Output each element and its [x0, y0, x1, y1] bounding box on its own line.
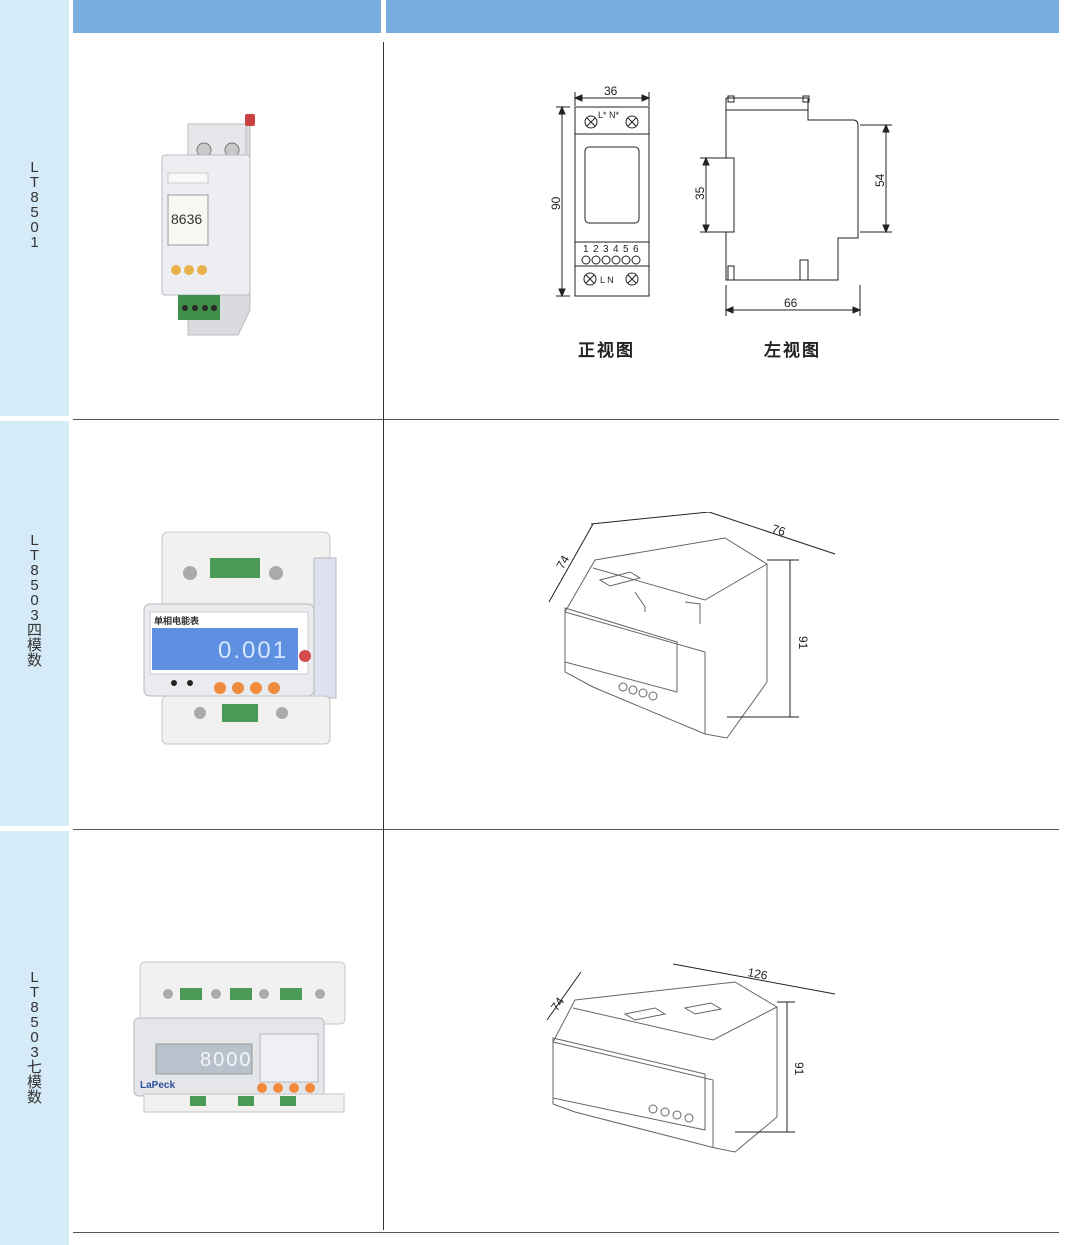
- label-char: T: [29, 984, 40, 1001]
- label-char: 8: [30, 562, 39, 579]
- row-divider-2: [73, 829, 1059, 830]
- dim-66: 66: [784, 296, 798, 310]
- label-char: L: [30, 159, 39, 176]
- terminal-number: 4: [613, 244, 619, 255]
- label-char: 0: [30, 592, 39, 609]
- dim-height-91: 91: [792, 1062, 806, 1076]
- dim-54: 54: [873, 173, 887, 187]
- brand-logo-text: LaPeck: [140, 1080, 175, 1091]
- label-char: 3: [30, 607, 39, 624]
- label-char: 数: [26, 1089, 42, 1106]
- row-divider-1: [73, 419, 1059, 420]
- label-char: T: [29, 174, 40, 191]
- dim-35: 35: [693, 186, 707, 200]
- label-char: 3: [30, 1044, 39, 1061]
- header-col1: [73, 0, 381, 33]
- caption-left-view: 左视图: [764, 341, 821, 360]
- header-col2: [386, 0, 1059, 33]
- label-char: 数: [26, 652, 42, 669]
- label-char: L: [30, 969, 39, 986]
- dim-width-126: 126: [746, 965, 769, 983]
- label-char: 1: [30, 234, 39, 251]
- lt8503-7module-product-photo: 8000 LaPeck: [133, 961, 346, 1113]
- sidebar-cell-row1: [0, 0, 69, 416]
- svg-text:8636: 8636: [171, 211, 202, 227]
- dim-height-91: 91: [796, 636, 810, 650]
- dim-width-76: 76: [770, 522, 787, 540]
- terminal-number: 6: [633, 244, 639, 255]
- bottom-terminal-labels: L N: [600, 275, 614, 285]
- lt8503-4module-product-photo: 0.001 单相电能表: [143, 531, 337, 745]
- lt8503-4module-iso-drawing: 74 76 91: [548, 512, 836, 739]
- label-char: 5: [30, 1014, 39, 1031]
- label-char: T: [29, 547, 40, 564]
- terminal-number: 1: [583, 244, 589, 255]
- lt8503-7module-iso-drawing: 74 126 91: [546, 963, 836, 1153]
- meter-title: 单相电能表: [154, 615, 200, 626]
- label-char: 8: [30, 189, 39, 206]
- top-terminal-labels: L* N*: [598, 110, 620, 120]
- row-divider-3: [73, 1232, 1059, 1233]
- label-char: 5: [30, 204, 39, 221]
- caption-front-view: 正视图: [578, 341, 635, 360]
- column-divider: [383, 42, 384, 1230]
- lt8501-left-view-drawing: 35 54 66: [693, 95, 892, 316]
- terminal-number: 2: [593, 244, 599, 255]
- label-char: 模: [26, 637, 42, 654]
- label-char: 七: [26, 1059, 42, 1076]
- dim-width-36: 36: [604, 84, 618, 98]
- sidebar-cell-row3: [0, 831, 69, 1245]
- label-char: 模: [26, 1074, 42, 1091]
- meter-display-value: 0.001: [218, 637, 288, 664]
- label-char: 四: [26, 622, 42, 639]
- label-char: 8: [30, 999, 39, 1016]
- label-char: 0: [30, 1029, 39, 1046]
- terminal-number: 5: [623, 244, 629, 255]
- meter-display-value: 8000: [200, 1049, 253, 1071]
- label-char: 0: [30, 219, 39, 236]
- label-char: 5: [30, 577, 39, 594]
- dim-depth-74: 74: [548, 994, 567, 1013]
- dim-depth-74: 74: [553, 553, 572, 572]
- dim-height-90: 90: [549, 196, 563, 210]
- lt8501-product-photo: 8636: [161, 114, 255, 336]
- terminal-number: 3: [603, 244, 609, 255]
- label-char: L: [30, 532, 39, 549]
- sidebar-cell-row2: [0, 421, 69, 826]
